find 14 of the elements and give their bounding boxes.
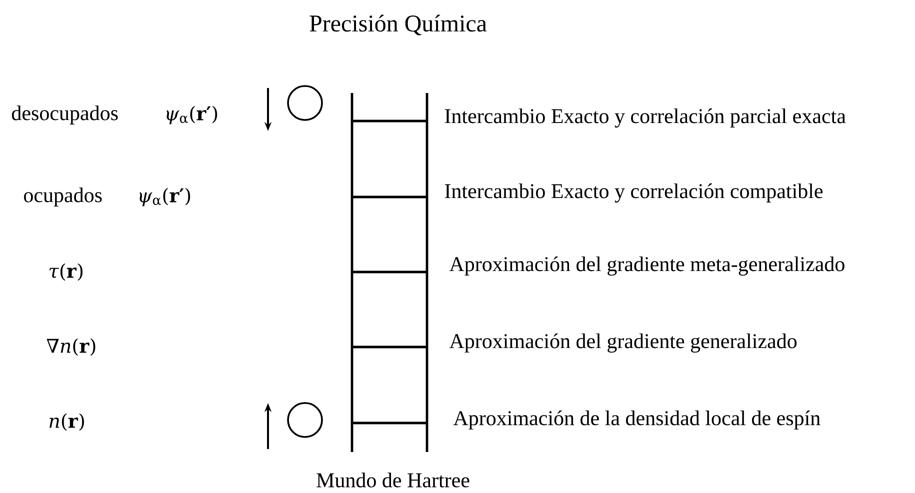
rung-label: Aproximación del gradiente meta-generalizado xyxy=(449,256,844,276)
formula-label: ψ$_{α}$(r′) xyxy=(140,188,190,206)
formula-label: n(r) xyxy=(50,413,84,431)
level-label: ocupados xyxy=(24,187,102,207)
rung-label: Intercambio Exacto y correlación parcial exacta xyxy=(444,108,846,128)
footer-label: Mundo de Hartree xyxy=(316,472,470,488)
title: Precisión Química xyxy=(310,14,487,36)
formula-label: ψ$_{α}$(r′) xyxy=(166,106,218,124)
rung-label: Aproximación de la densidad local de espín xyxy=(453,410,820,430)
level-label: desocupados xyxy=(12,105,118,125)
rung-label: Aproximación del gradiente generalizado xyxy=(449,333,797,353)
rung-label: Intercambio Exacto y correlación compatible xyxy=(444,183,823,203)
formula-label: ∇n(r) xyxy=(46,338,96,356)
formula-label: τ(r) xyxy=(49,263,82,281)
